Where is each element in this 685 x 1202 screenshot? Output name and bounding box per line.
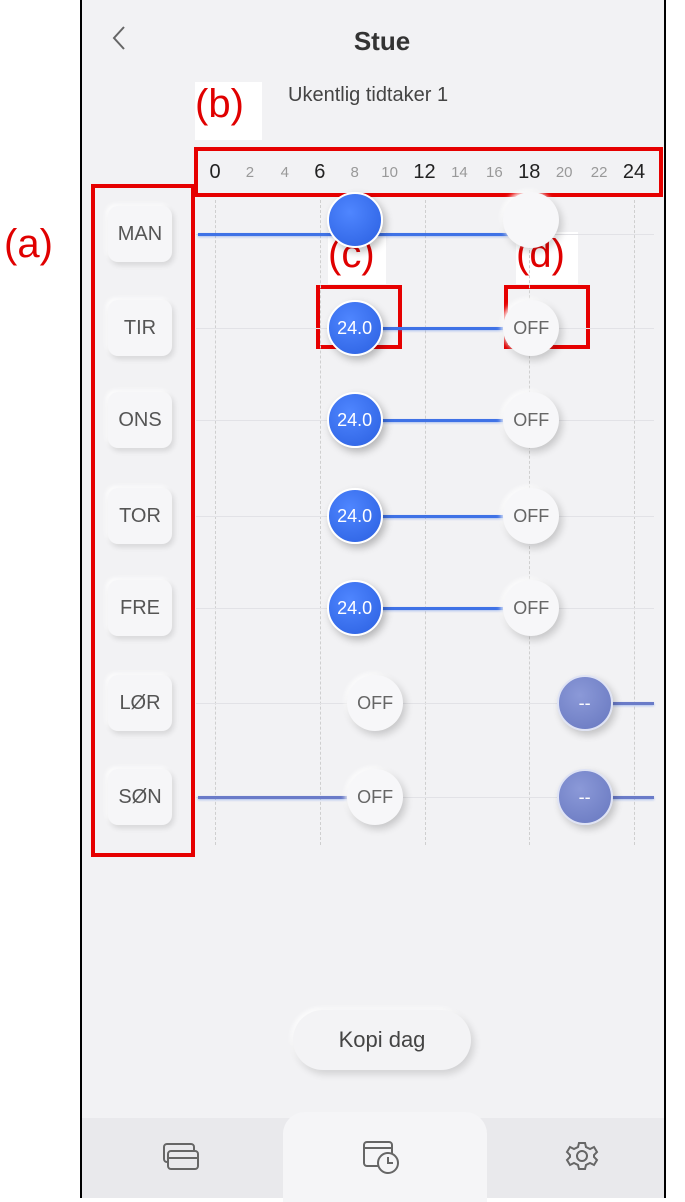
settings-icon[interactable] bbox=[560, 1136, 604, 1176]
time-tick: 24 bbox=[622, 161, 646, 183]
copy-day-button[interactable]: Kopi dag bbox=[293, 1010, 471, 1070]
time-axis-highlight bbox=[194, 147, 663, 197]
schedule-bar bbox=[354, 327, 532, 330]
time-tick: 12 bbox=[413, 161, 436, 183]
schedule-bar bbox=[581, 702, 654, 705]
off-knob[interactable]: OFF bbox=[347, 675, 404, 731]
unset-knob[interactable]: -- bbox=[556, 675, 613, 731]
schedule-bar bbox=[198, 233, 355, 236]
schedule-bar bbox=[354, 607, 532, 610]
time-tick: 18 bbox=[518, 161, 541, 183]
grid-line bbox=[215, 200, 216, 845]
time-tick: 0 bbox=[209, 161, 221, 183]
schedule-bar bbox=[581, 796, 654, 799]
day-column-highlight bbox=[91, 184, 195, 857]
off-knob[interactable]: OFF bbox=[503, 300, 560, 356]
back-icon[interactable] bbox=[108, 24, 132, 52]
time-tick: 22 bbox=[590, 164, 608, 181]
time-tick: 20 bbox=[555, 164, 573, 181]
schedule-bar bbox=[354, 233, 532, 236]
unset-knob[interactable]: -- bbox=[556, 769, 613, 825]
annotation-b: (b) bbox=[195, 82, 262, 140]
schedule-icon[interactable] bbox=[360, 1136, 404, 1176]
schedule-bar bbox=[198, 796, 373, 799]
off-knob[interactable]: OFF bbox=[503, 392, 560, 448]
schedule-bar bbox=[354, 515, 532, 518]
devices-icon[interactable] bbox=[160, 1136, 204, 1176]
off-knob[interactable]: OFF bbox=[347, 769, 404, 825]
setpoint-knob[interactable] bbox=[326, 192, 383, 248]
grid-line bbox=[424, 200, 426, 845]
page-title: Stue bbox=[353, 26, 411, 56]
day-button[interactable]: FRE bbox=[108, 580, 172, 636]
setpoint-knob[interactable]: 24.0 bbox=[326, 488, 383, 544]
time-tick: 2 bbox=[245, 164, 255, 181]
day-button[interactable]: LØR bbox=[108, 675, 172, 731]
day-button[interactable]: SØN bbox=[108, 769, 172, 825]
row-line bbox=[196, 703, 654, 704]
time-tick: 16 bbox=[485, 164, 503, 181]
timer-subtitle: Ukentlig tidtaker 1 bbox=[288, 84, 449, 106]
annotation-a: (a) bbox=[4, 222, 53, 266]
time-tick: 10 bbox=[381, 164, 398, 181]
setpoint-knob[interactable]: 24.0 bbox=[326, 392, 383, 448]
time-tick: 4 bbox=[280, 164, 289, 181]
schedule-bar bbox=[354, 419, 532, 422]
day-button[interactable]: TIR bbox=[108, 300, 172, 356]
time-tick: 6 bbox=[314, 161, 326, 183]
day-button[interactable]: ONS bbox=[108, 392, 172, 448]
off-knob[interactable] bbox=[503, 192, 560, 248]
off-knob[interactable]: OFF bbox=[503, 580, 560, 636]
time-tick: 14 bbox=[451, 164, 468, 181]
time-tick: 8 bbox=[350, 164, 359, 181]
row-line bbox=[196, 797, 654, 798]
day-button[interactable]: TOR bbox=[108, 488, 172, 544]
setpoint-knob[interactable]: 24.0 bbox=[326, 300, 383, 356]
day-button[interactable]: MAN bbox=[108, 206, 172, 262]
grid-line bbox=[634, 200, 635, 845]
setpoint-knob[interactable]: 24.0 bbox=[326, 580, 383, 636]
off-knob[interactable]: OFF bbox=[503, 488, 560, 544]
grid-line bbox=[319, 200, 321, 845]
